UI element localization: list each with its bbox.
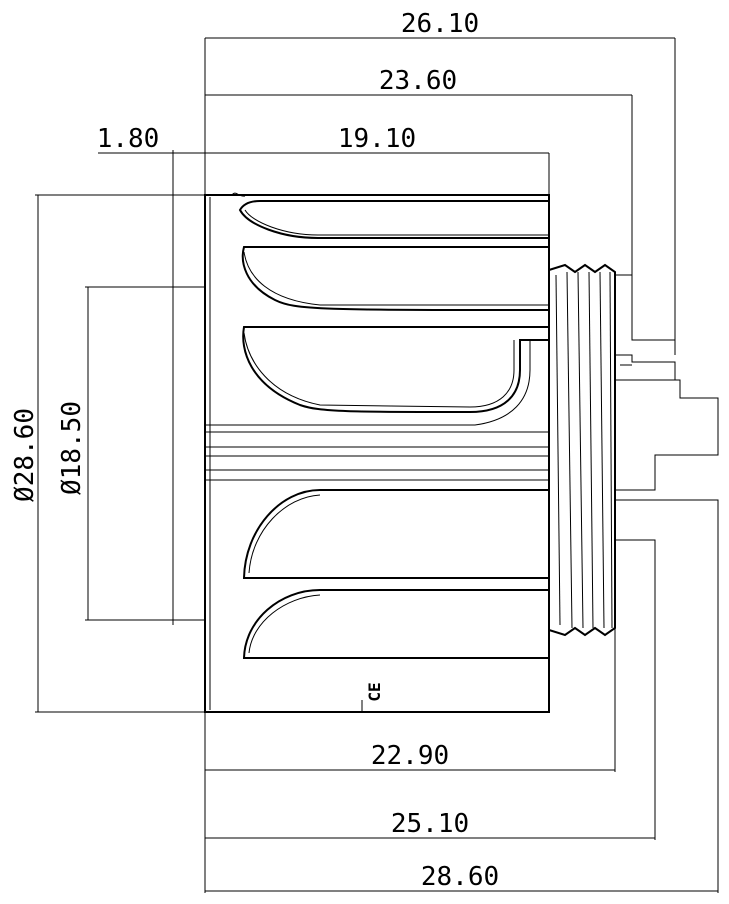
threaded-flange [548,263,616,637]
cylinder-body [204,192,550,713]
dimension-22-90: 22.90 [205,741,615,771]
dimension-28-60-label: 28.60 [421,862,499,892]
dimension-26-10: 26.10 [205,9,676,345]
dimension-diameter-28-60-label: Ø28.60 [10,408,40,502]
dimension-26-10-label: 26.10 [401,9,479,39]
dimension-diameter-28-60: Ø28.60 [10,194,205,713]
ce-marking: CE [283,682,384,713]
dimension-23-60-label: 23.60 [379,66,457,96]
dimension-25-10: 25.10 [205,809,655,839]
dimension-19-10-label: 19.10 [338,124,416,154]
ce-mark-text: CE [365,682,384,701]
stepped-end [614,274,719,893]
body-slots [205,200,550,659]
dimension-23-60: 23.60 [205,66,633,340]
dimension-22-90-label: 22.90 [371,741,449,771]
dimension-diameter-18-50: Ø18.50 [57,286,205,621]
dimension-1-80-label: 1.80 [97,124,160,154]
dimension-diameter-18-50-label: Ø18.50 [57,401,87,495]
dimension-1-80: 1.80 [97,124,205,625]
dimension-19-10: 19.10 [205,124,550,195]
dimension-25-10-label: 25.10 [391,809,469,839]
dimension-28-60: 28.60 [205,862,718,892]
